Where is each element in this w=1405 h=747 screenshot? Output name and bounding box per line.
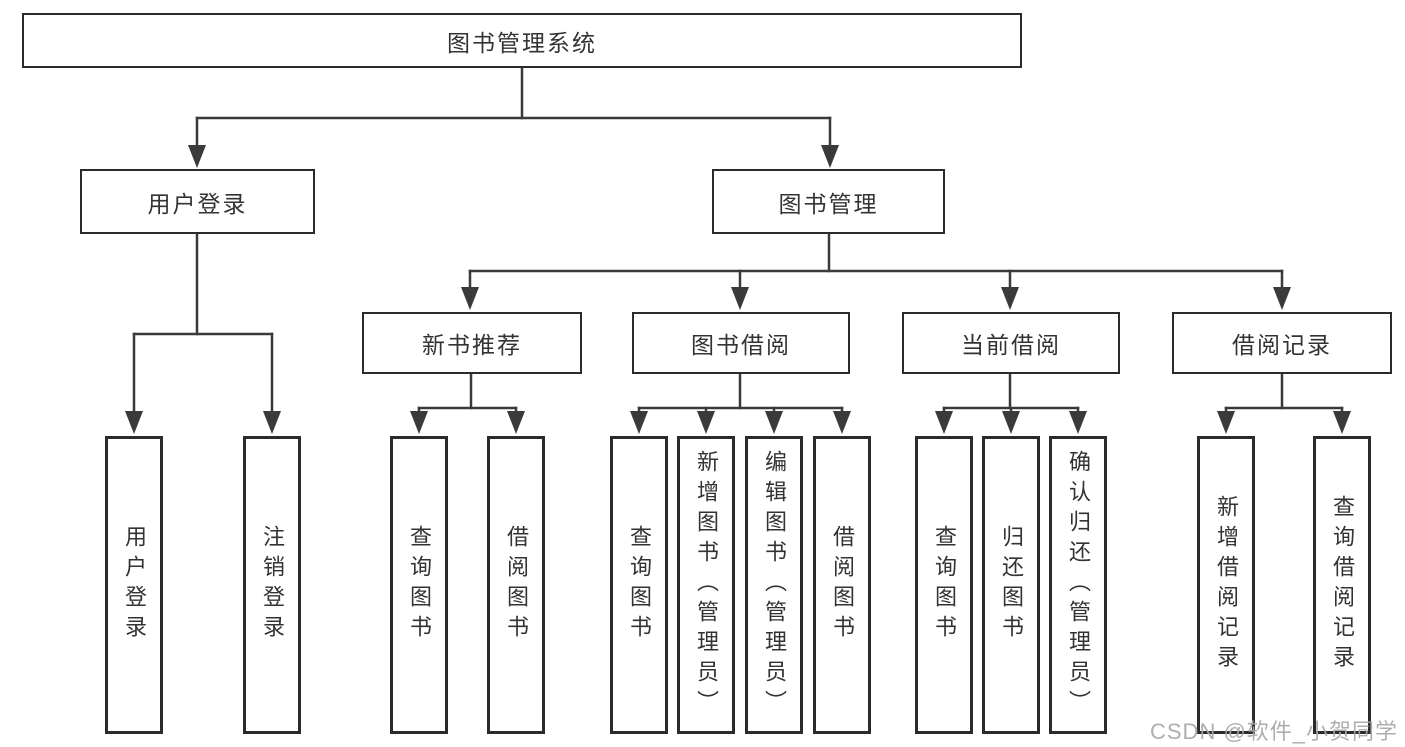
leaf-label: 借阅图书 (830, 525, 855, 645)
arrowhead-icons (125, 145, 1351, 434)
leaf-label: 编辑图书（管理员） (762, 450, 787, 720)
leaf-add-borrow-record: 新增借阅记录 (1197, 436, 1255, 734)
leaf-label: 查询图书 (627, 525, 652, 645)
leaf-confirm-return-admin: 确认归还（管理员） (1049, 436, 1107, 734)
leaf-edit-book-admin: 编辑图书（管理员） (745, 436, 803, 734)
leaf-query-books-recommend: 查询图书 (390, 436, 448, 734)
node-book-borrowing: 图书借阅 (632, 312, 850, 374)
leaf-label: 新增借阅记录 (1214, 495, 1239, 675)
node-new-book-recommendation: 新书推荐 (362, 312, 582, 374)
leaf-add-book-admin: 新增图书（管理员） (677, 436, 735, 734)
node-user-login: 用户登录 (80, 169, 315, 234)
leaf-label: 查询图书 (932, 525, 957, 645)
csdn-watermark: CSDN @软件_小贺同学 (1150, 719, 1399, 744)
leaf-label: 注销登录 (260, 525, 285, 645)
leaf-label: 归还图书 (999, 525, 1024, 645)
leaf-label: 借阅图书 (504, 525, 529, 645)
node-current-borrowing: 当前借阅 (902, 312, 1120, 374)
leaf-label: 查询借阅记录 (1330, 495, 1355, 675)
leaf-user-login: 用户登录 (105, 436, 163, 734)
leaf-borrow-books: 借阅图书 (813, 436, 871, 734)
node-borrowing-records: 借阅记录 (1172, 312, 1392, 374)
node-book-management: 图书管理 (712, 169, 945, 234)
node-library-system: 图书管理系统 (22, 13, 1022, 68)
leaf-label: 确认归还（管理员） (1066, 450, 1091, 720)
leaf-logout: 注销登录 (243, 436, 301, 734)
leaf-return-books: 归还图书 (982, 436, 1040, 734)
leaf-borrow-books-recommend: 借阅图书 (487, 436, 545, 734)
leaf-label: 用户登录 (122, 525, 147, 645)
leaf-label: 新增图书（管理员） (694, 450, 719, 720)
leaf-query-books-current: 查询图书 (915, 436, 973, 734)
leaf-query-books-borrow: 查询图书 (610, 436, 668, 734)
leaf-query-borrow-record: 查询借阅记录 (1313, 436, 1371, 734)
leaf-label: 查询图书 (407, 525, 432, 645)
